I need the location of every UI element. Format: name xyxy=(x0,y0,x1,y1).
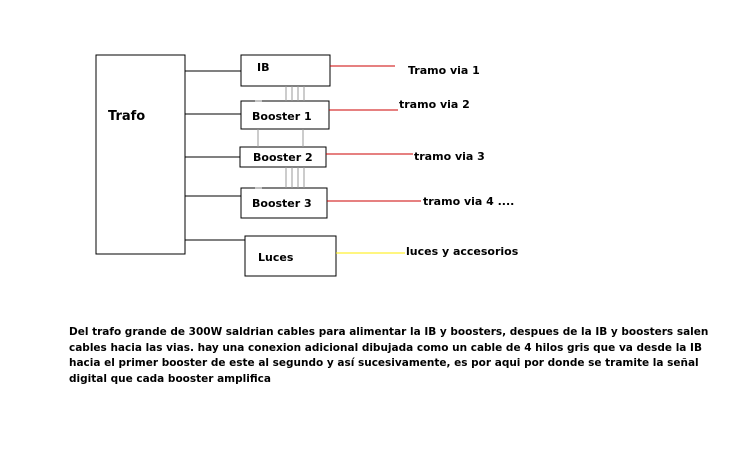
trafo-box xyxy=(95,54,186,255)
booster2-box xyxy=(239,146,327,168)
power-wires xyxy=(185,70,245,241)
tramo4-label: tramo via 4 .... xyxy=(423,195,514,208)
luces-box xyxy=(244,235,337,277)
booster3-label: Booster 3 xyxy=(252,197,312,210)
ib-box xyxy=(240,54,331,87)
booster1-box xyxy=(240,100,330,130)
data-cable-booster2-booster3 xyxy=(285,167,305,188)
data-cable-booster1-booster2 xyxy=(257,129,304,147)
tramo2-label: tramo via 2 xyxy=(399,98,470,111)
connector-stubs xyxy=(255,100,262,189)
track-output-lines xyxy=(326,65,421,202)
description-text: Del trafo grande de 300W saldrian cables… xyxy=(69,326,709,385)
booster3-box xyxy=(240,187,328,219)
booster1-label: Booster 1 xyxy=(252,110,312,123)
booster2-label: Booster 2 xyxy=(253,151,313,164)
tramo1-label: Tramo via 1 xyxy=(408,64,480,77)
luces-label: Luces xyxy=(258,251,294,264)
trafo-label: Trafo xyxy=(108,109,145,124)
tramo3-label: tramo via 3 xyxy=(414,150,485,163)
luces-accesorios-label: luces y accesorios xyxy=(406,245,519,258)
ib-label: IB xyxy=(257,61,269,74)
data-cable-ib-booster1 xyxy=(285,86,305,101)
